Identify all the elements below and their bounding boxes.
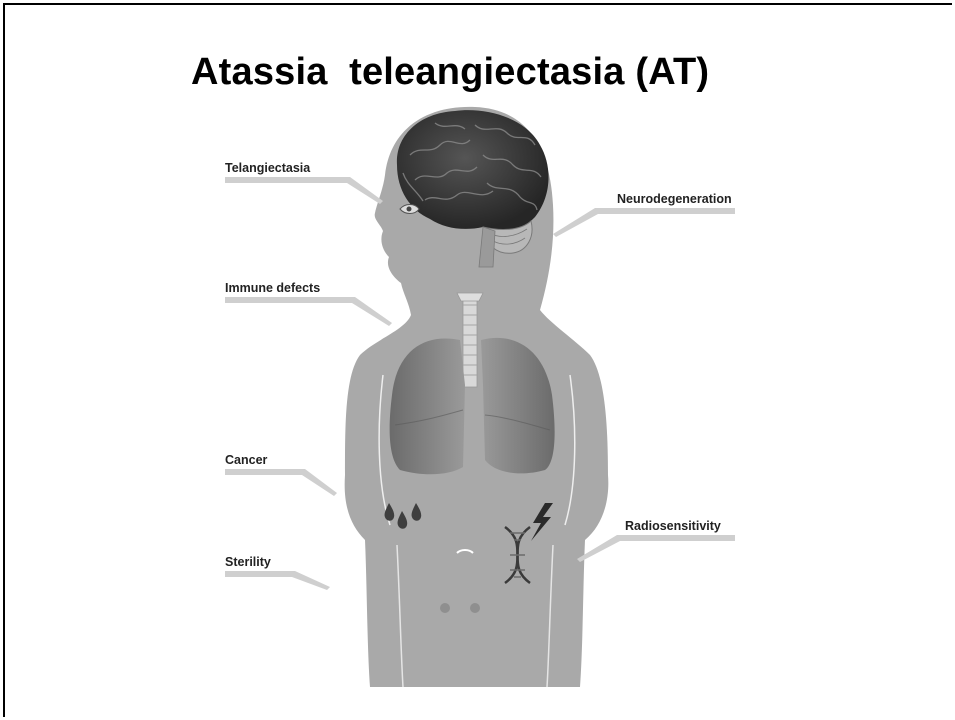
immune-defects-label-bar [225, 297, 392, 326]
gonad-right-icon [470, 603, 480, 613]
radiosensitivity-label-bar [577, 535, 735, 562]
child-body-diagram [5, 5, 954, 719]
label-telangiectasia: Telangiectasia [225, 161, 310, 175]
label-immune-defects: Immune defects [225, 281, 320, 295]
sterility-label-bar [225, 571, 330, 590]
label-radiosensitivity: Radiosensitivity [625, 519, 721, 533]
label-neurodegeneration: Neurodegeneration [617, 192, 732, 206]
trachea-illustration [463, 297, 477, 387]
gonad-left-icon [440, 603, 450, 613]
cancer-label-bar [225, 469, 337, 496]
label-sterility: Sterility [225, 555, 271, 569]
telangiectasia-label-bar [225, 177, 383, 204]
label-cancer: Cancer [225, 453, 267, 467]
slide-frame: Atassia teleangiectasia (AT) [3, 3, 952, 717]
neurodegeneration-label-bar [553, 208, 735, 237]
